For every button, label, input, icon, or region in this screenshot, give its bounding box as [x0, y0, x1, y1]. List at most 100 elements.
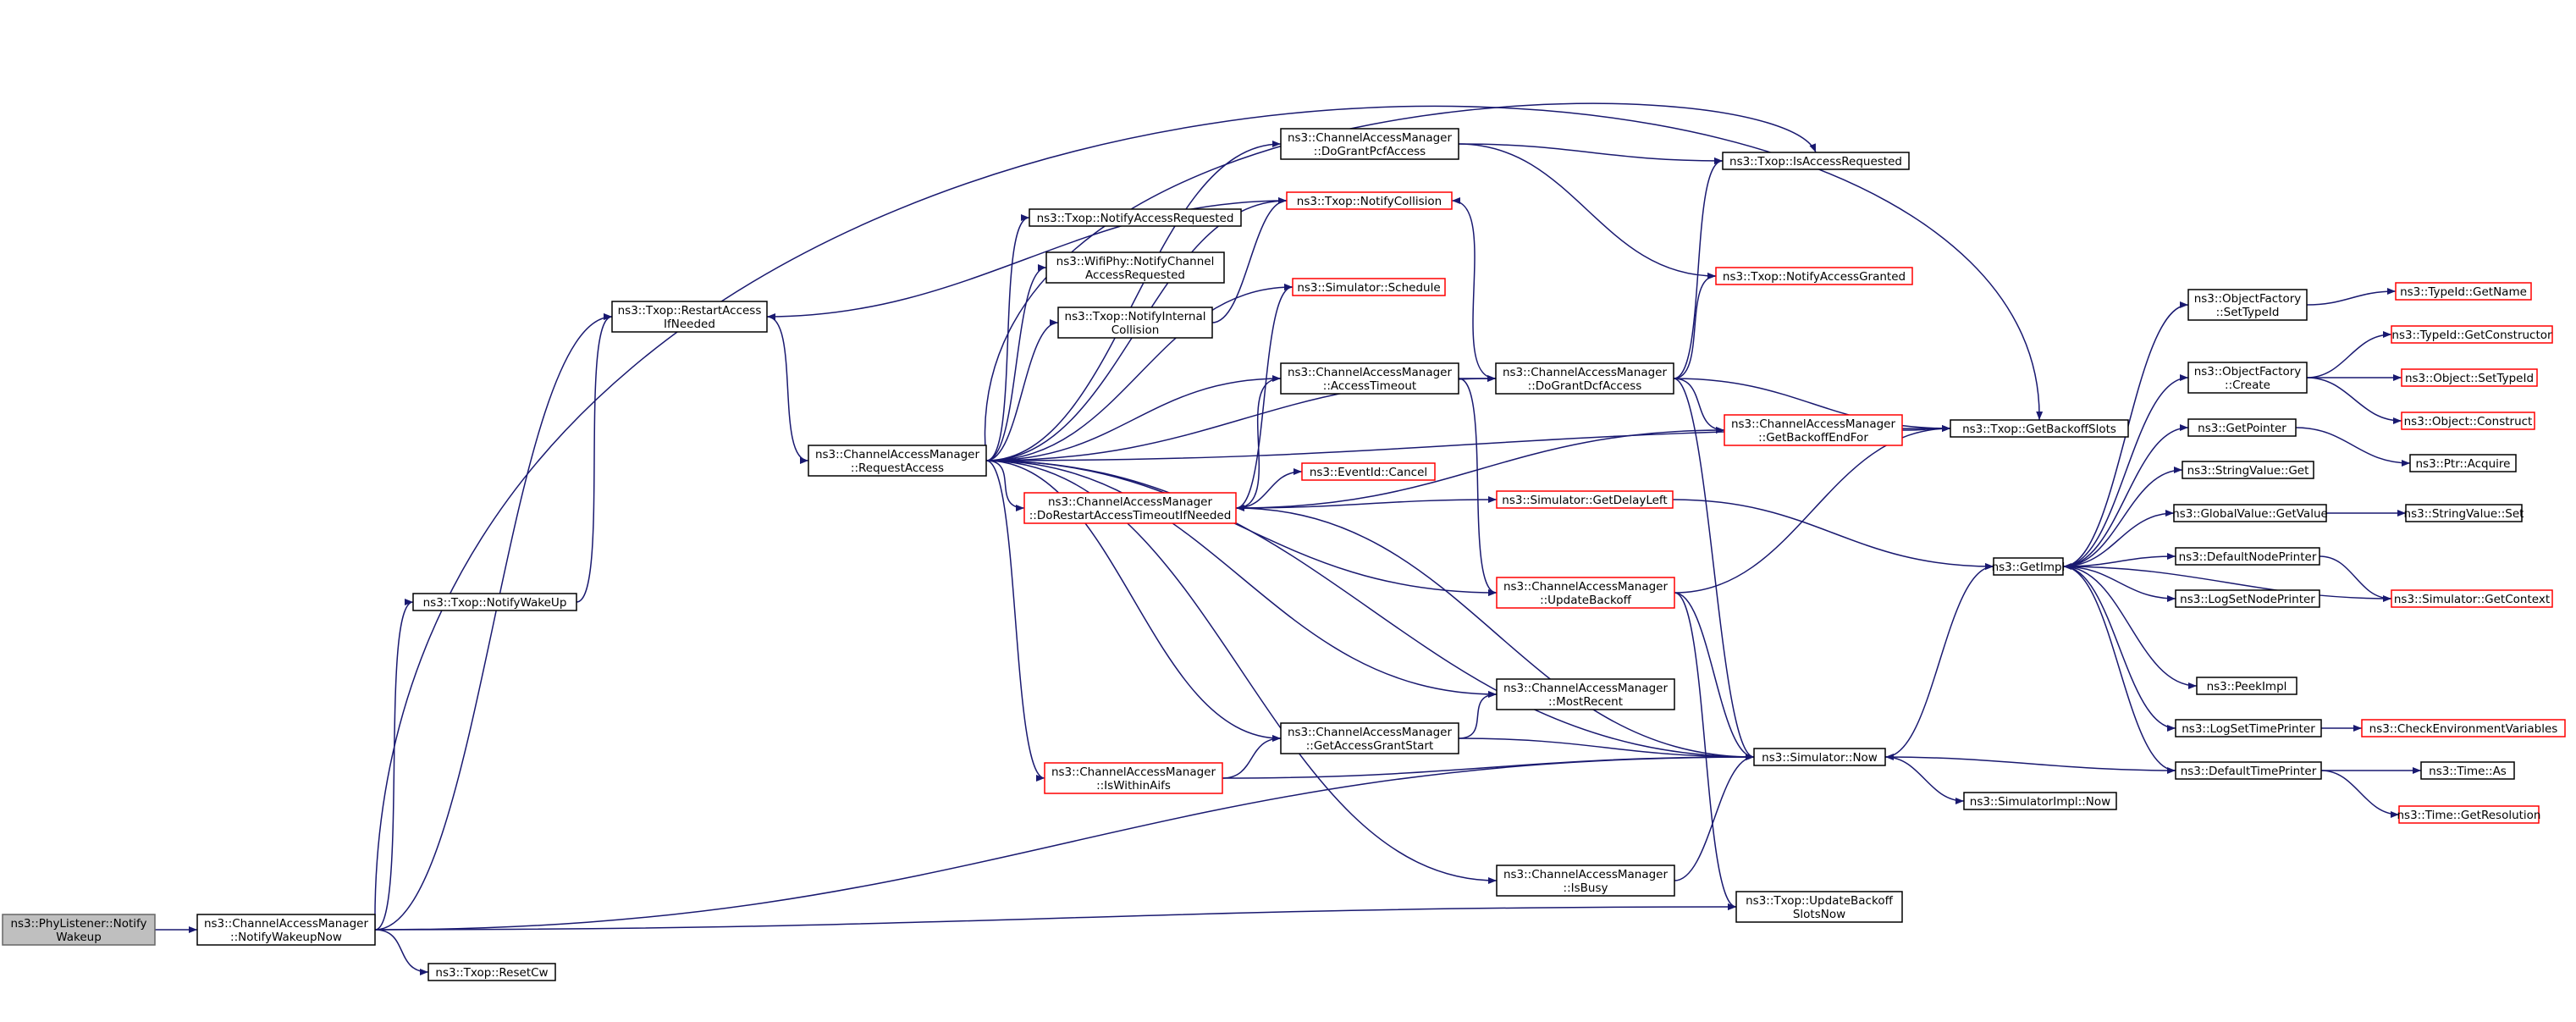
- edge-n30-n40: [2306, 288, 2397, 306]
- node-label: ns3::ChannelAccessManager: [1051, 765, 1216, 779]
- graph-node[interactable]: ns3::TypeId::GetName: [2395, 282, 2532, 301]
- edge-n4-n25: [985, 460, 1755, 760]
- node-label: ns3::ChannelAccessManager: [1503, 580, 1669, 594]
- node-box: [1715, 267, 1913, 285]
- graph-node[interactable]: ns3::TypeId::GetConstructor: [2391, 325, 2553, 344]
- node-box: [1496, 865, 1675, 897]
- graph-node[interactable]: ns3::GetPointer: [2187, 418, 2297, 437]
- graph-node[interactable]: ns3::Txop::NotifyAccessRequested: [1029, 208, 1242, 227]
- node-box: [1023, 492, 1237, 524]
- edge-n16-n20: [1458, 691, 1498, 739]
- node-label: ::RequestAccess: [851, 461, 944, 475]
- node-box: [2391, 325, 2553, 344]
- graph-node[interactable]: ns3::ObjectFactory::SetTypeId: [2187, 289, 2308, 321]
- edge-n17-n27: [1673, 378, 1951, 432]
- node-label: ns3::Txop::UpdateBackoff: [1746, 894, 1893, 908]
- graph-node[interactable]: ns3::Object::Construct: [2401, 412, 2535, 430]
- node-label: ns3::PhyListener::Notify: [10, 917, 146, 931]
- node-label: ::DoGrantPcfAccess: [1314, 145, 1426, 158]
- edge-n12-n13: [1235, 378, 1282, 511]
- node-label: ns3::Simulator::Now: [1762, 751, 1878, 765]
- node-label: ::AccessTimeout: [1323, 379, 1416, 393]
- edge-n29-n39: [2062, 566, 2176, 774]
- graph-node[interactable]: ns3::Time::GetResolution: [2397, 805, 2541, 824]
- node-box: [2175, 761, 2322, 780]
- graph-node[interactable]: ns3::Txop::ResetCw: [427, 963, 556, 981]
- graph-node[interactable]: ns3::Txop::IsAccessRequested: [1722, 152, 1910, 170]
- graph-node[interactable]: ns3::GlobalValue::GetValue: [2172, 504, 2328, 522]
- graph-node[interactable]: ns3::ChannelAccessManager::DoGrantDcfAcc…: [1495, 362, 1674, 395]
- node-box: [2187, 289, 2308, 321]
- graph-node[interactable]: ns3::EventId::Cancel: [1301, 462, 1436, 481]
- graph-node[interactable]: ns3::ChannelAccessManager::NotifyWakeupN…: [196, 914, 376, 946]
- edge-n13-n25: [1235, 507, 1755, 760]
- graph-node[interactable]: ns3::SimulatorImpl::Now: [1963, 792, 2117, 810]
- edge-n19-n25: [1674, 592, 1755, 760]
- node-box: [1280, 362, 1459, 395]
- node-box: [1724, 414, 1903, 446]
- graph-node[interactable]: ns3::Simulator::GetDelayLeft: [1496, 490, 1674, 509]
- graph-node[interactable]: ns3::LogSetNodePrinter: [2175, 589, 2320, 608]
- graph-node[interactable]: ns3::Ptr::Acquire: [2409, 454, 2517, 472]
- graph-node[interactable]: ns3::ChannelAccessManager::MostRecent: [1496, 678, 1675, 710]
- graph-node[interactable]: ns3::Simulator::Now: [1753, 748, 1886, 766]
- graph-node[interactable]: ns3::Time::As: [2420, 761, 2515, 780]
- node-box: [2401, 412, 2535, 430]
- node-label: ns3::SimulatorImpl::Now: [1970, 795, 2110, 809]
- edge-n29-n36: [2062, 566, 2176, 602]
- edge-n19-n26: [1674, 592, 1737, 910]
- graph-node[interactable]: ns3::Txop::NotifyWakeUp: [412, 593, 577, 611]
- graph-node[interactable]: ns3::Simulator::GetContext: [2391, 589, 2553, 608]
- graph-node[interactable]: ns3::ChannelAccessManager::RequestAccess: [808, 445, 987, 477]
- graph-node[interactable]: ns3::CheckEnvironmentVariables: [2361, 719, 2566, 737]
- graph-node[interactable]: ns3::ChannelAccessManager::GetBackoffEnd…: [1724, 414, 1903, 446]
- node-box: [808, 445, 987, 477]
- node-label: AccessRequested: [1085, 268, 1185, 282]
- graph-node[interactable]: ns3::PeekImpl: [2196, 677, 2297, 695]
- graph-node[interactable]: ns3::ChannelAccessManager::GetAccessGran…: [1280, 722, 1459, 754]
- node-label: ns3::DefaultNodePrinter: [2179, 550, 2317, 564]
- node-box: [2395, 282, 2532, 301]
- graph-node[interactable]: ns3::LogSetTimePrinter: [2175, 719, 2322, 737]
- node-label: ns3::StringValue::Get: [2187, 464, 2309, 478]
- call-edges: [155, 102, 2421, 975]
- graph-node[interactable]: ns3::Txop::GetBackoffSlots: [1950, 419, 2129, 438]
- node-label: ::IsBusy: [1564, 881, 1608, 895]
- graph-node[interactable]: ns3::ChannelAccessManager::UpdateBackoff: [1496, 577, 1675, 609]
- graph-node[interactable]: ns3::DefaultNodePrinter: [2175, 547, 2320, 566]
- graph-node[interactable]: ns3::DefaultTimePrinter: [2175, 761, 2322, 780]
- edge-n19-n27: [1674, 425, 1951, 594]
- node-label: ns3::ChannelAccessManager: [1503, 682, 1669, 695]
- node-label: ::DoGrantDcfAccess: [1528, 379, 1642, 393]
- graph-node[interactable]: ns3::Txop::NotifyCollision: [1286, 191, 1453, 210]
- graph-node[interactable]: ns3::ChannelAccessManager::IsWithinAifs: [1044, 762, 1223, 794]
- graph-node[interactable]: ns3::Simulator::Schedule: [1292, 278, 1446, 296]
- graph-node[interactable]: ns3::Object::SetTypeId: [2401, 368, 2538, 387]
- graph-node[interactable]: ns3::StringValue::Set: [2404, 504, 2524, 522]
- graph-node[interactable]: ns3::Txop::NotifyAccessGranted: [1715, 267, 1913, 285]
- graph-node[interactable]: ns3::GetImpl: [1992, 557, 2066, 576]
- graph-node[interactable]: ns3::StringValue::Get: [2182, 461, 2314, 479]
- edge-n4-n10: [985, 319, 1059, 461]
- edge-n4-n15: [985, 460, 1045, 782]
- graph-node[interactable]: ns3::ChannelAccessManager::DoRestartAcce…: [1023, 492, 1237, 524]
- graph-node[interactable]: ns3::ObjectFactory::Create: [2187, 362, 2308, 394]
- node-label: ::GetAccessGrantStart: [1306, 739, 1433, 753]
- graph-node[interactable]: ns3::ChannelAccessManager::IsBusy: [1496, 865, 1675, 897]
- graph-node[interactable]: ns3::ChannelAccessManager::AccessTimeout: [1280, 362, 1459, 395]
- edge-n46-n29: [2062, 563, 2392, 599]
- node-label: ns3::ChannelAccessManager: [1288, 131, 1453, 145]
- node-label: ns3::GetPointer: [2198, 422, 2286, 435]
- edge-n4-n13: [985, 460, 1025, 511]
- node-label: SlotsNow: [1793, 908, 1845, 921]
- edge-n6-n23: [1458, 143, 1717, 279]
- graph-node[interactable]: ns3::ChannelAccessManager::DoGrantPcfAcc…: [1280, 128, 1459, 160]
- edge-n4-n20: [985, 460, 1498, 698]
- node-box: [1044, 762, 1223, 794]
- graph-node[interactable]: ns3::WifiPhy::NotifyChannelAccessRequest…: [1045, 251, 1225, 284]
- node-box: [1963, 792, 2117, 810]
